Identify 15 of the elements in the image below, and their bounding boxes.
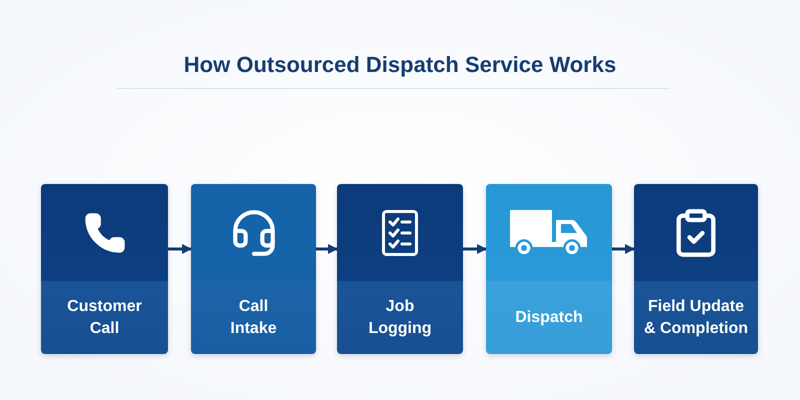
arrow [316, 244, 338, 254]
process-box [191, 184, 316, 354]
arrow [463, 244, 487, 254]
process-box [337, 184, 463, 354]
process-box [486, 184, 612, 354]
arrow [612, 244, 635, 254]
step-label: Customer Call [66, 296, 143, 338]
step-label: Field Update & Completion [643, 296, 749, 338]
step-label: Dispatch [515, 308, 583, 328]
step-label: Call Intake [229, 296, 278, 338]
title: How Outsourced Dispatch Service Works [184, 51, 616, 79]
process-box [41, 184, 168, 354]
process-box [634, 184, 758, 354]
step-label: Job Logging [367, 296, 433, 338]
arrow [168, 244, 192, 254]
